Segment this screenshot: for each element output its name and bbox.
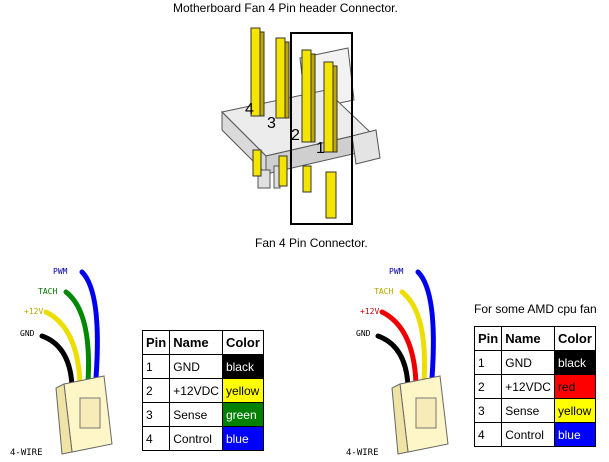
cell-color-swatch: red	[553, 374, 596, 399]
cell-color-swatch: yellow	[221, 378, 264, 403]
cell-name: Sense	[169, 402, 223, 427]
wire-12v	[379, 309, 419, 387]
table-header-row: Pin Name Color	[473, 326, 596, 351]
wire-label-pwm: PWM	[389, 267, 404, 276]
wire-count-label: 4-WIRE	[10, 448, 43, 458]
wire-label-12v: +12V	[24, 307, 43, 316]
header-pin: Pin	[141, 330, 171, 355]
wire-gnd	[39, 333, 75, 389]
pin-number-2: 2	[291, 127, 300, 144]
cell-pin: 2	[141, 378, 171, 403]
cell-color-swatch: green	[221, 402, 264, 427]
cell-color-swatch: blue	[221, 426, 264, 451]
header-name: Name	[501, 326, 555, 351]
cell-pin: 2	[473, 374, 503, 399]
wire-label-gnd: GND	[20, 329, 35, 338]
cell-name: Sense	[501, 398, 555, 423]
header-pin-3	[275, 37, 290, 187]
header-name: Name	[169, 330, 223, 355]
wire-pwm	[79, 269, 100, 381]
wire-label-tach: TACH	[38, 287, 57, 296]
top-title: Motherboard Fan 4 Pin header Connector.	[173, 1, 398, 15]
cell-pin: 4	[141, 426, 171, 451]
header-pin-1	[323, 61, 338, 219]
wire-label-tach: TACH	[374, 287, 393, 296]
amd-note: For some AMD cpu fan	[474, 302, 597, 316]
cell-color-swatch: yellow	[553, 398, 596, 423]
pin-number-3: 3	[267, 115, 276, 132]
wire-label-12v: +12V	[360, 307, 379, 316]
wire-tach	[63, 289, 91, 385]
motherboard-header-diagram: 4 3 2 1	[220, 27, 381, 225]
header-pin: Pin	[473, 326, 503, 351]
cell-pin: 4	[473, 422, 503, 447]
wire-tach	[399, 289, 427, 385]
wire-pwm	[415, 269, 436, 381]
cell-name: Control	[501, 422, 555, 447]
cell-color-swatch: black	[553, 350, 596, 375]
table-header-row: Pin Name Color	[141, 330, 264, 355]
cell-pin: 1	[141, 354, 171, 379]
pin-number-1: 1	[316, 140, 325, 157]
cell-color-swatch: black	[221, 354, 264, 379]
cell-name: +12VDC	[169, 378, 223, 403]
wire-gnd	[375, 333, 411, 389]
cell-pin: 3	[141, 402, 171, 427]
cell-name: +12VDC	[501, 374, 555, 399]
wire-label-gnd: GND	[356, 329, 371, 338]
cell-name: GND	[501, 350, 555, 375]
fan-connector-title: Fan 4 Pin Connector.	[255, 236, 368, 250]
cell-name: GND	[169, 354, 223, 379]
fan-connector-diagram-left: PWM TACH +12V GND 4-WIRE	[10, 267, 113, 458]
header-color: Color	[221, 330, 264, 355]
wire-12v	[43, 309, 83, 387]
fan-connector-diagram-right: PWM TACH +12V GND 4-WIRE	[346, 267, 449, 458]
header-pin-4	[250, 27, 265, 177]
cell-pin: 1	[473, 350, 503, 375]
pin-number-4: 4	[245, 101, 254, 118]
pin-highlight-box	[290, 32, 353, 225]
header-pin-2	[301, 49, 316, 193]
cell-pin: 3	[473, 398, 503, 423]
cell-name: Control	[169, 426, 223, 451]
wire-label-pwm: PWM	[53, 267, 68, 276]
wire-count-label: 4-WIRE	[346, 448, 379, 458]
header-color: Color	[553, 326, 596, 351]
header-latch	[351, 129, 381, 165]
cell-color-swatch: blue	[553, 422, 596, 447]
